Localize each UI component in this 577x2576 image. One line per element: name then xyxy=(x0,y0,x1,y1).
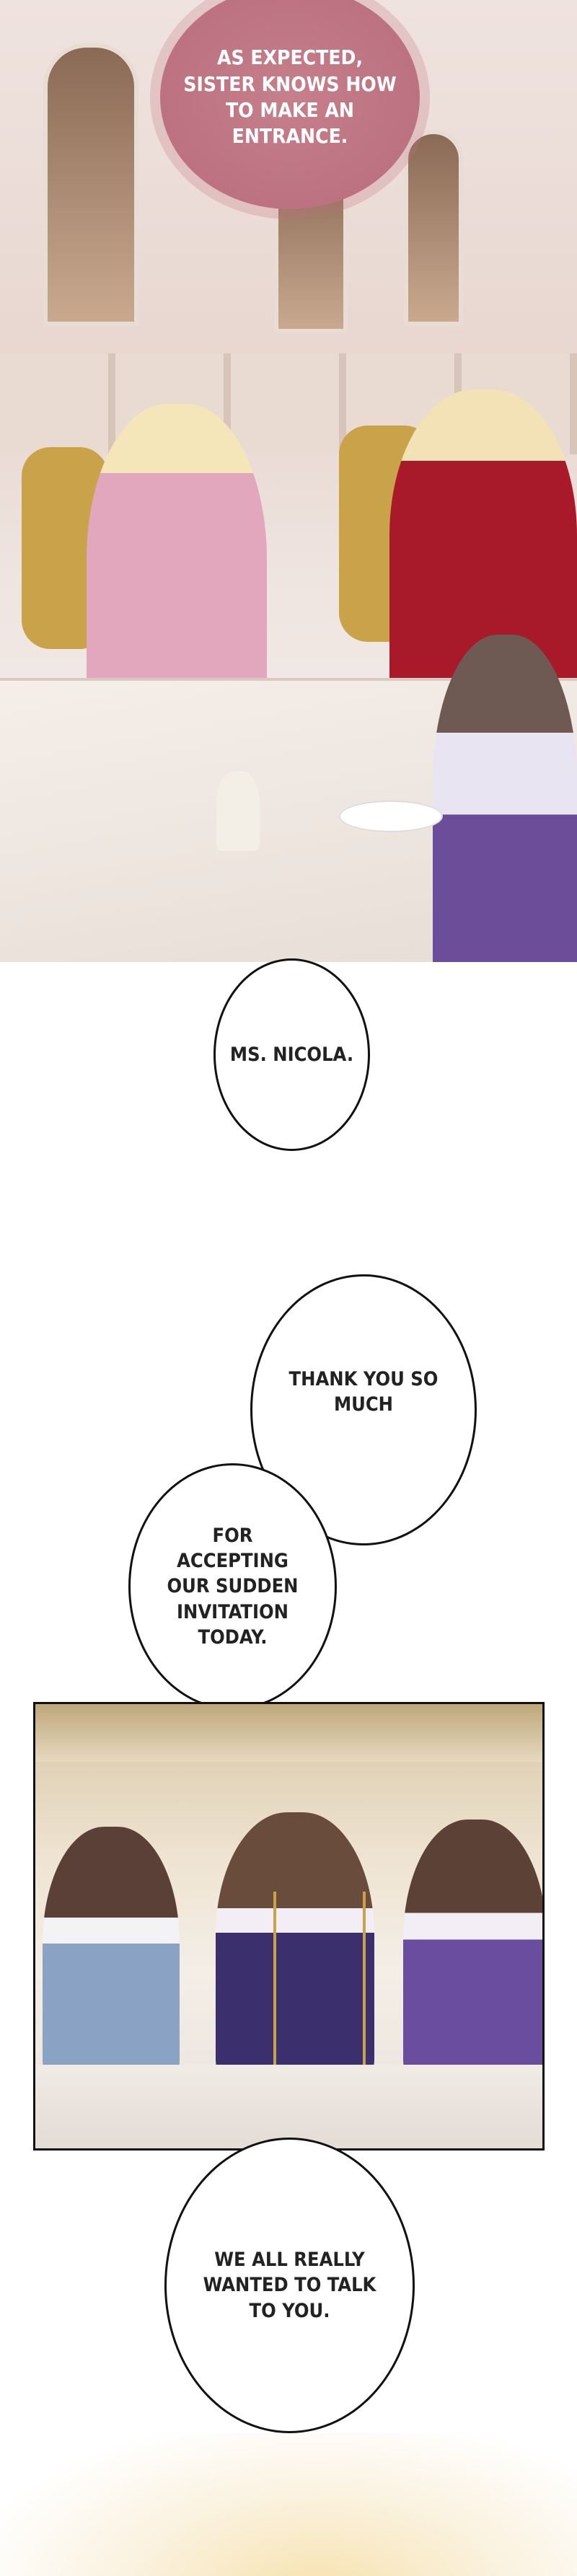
bubble-text: Thank you so much xyxy=(288,1367,439,1416)
bubble-text: We all really wanted to talk to you. xyxy=(203,2249,376,2322)
tea-table xyxy=(35,2065,542,2148)
bubble-text: For accepting our sudden invitation toda… xyxy=(167,1525,299,1649)
speech-bubble: Ms. Nicola. xyxy=(213,958,370,1151)
cake-plate xyxy=(339,800,443,832)
teapot xyxy=(216,772,260,851)
light-glow xyxy=(0,2433,577,2576)
woman-purple-dress xyxy=(403,1819,542,2086)
comic-panel-library: As expected, sister knows how to make an… xyxy=(0,0,577,962)
woman-blue-dress xyxy=(43,1827,180,2086)
tiered-cake-stand xyxy=(273,1892,366,2065)
speech-bubble-pink: As expected, sister knows how to make an… xyxy=(160,0,420,209)
bubble-text: Ms. Nicola. xyxy=(229,1043,354,1066)
brunette-back-view xyxy=(433,635,577,962)
comic-panel-tea-party xyxy=(33,1702,545,2151)
bookshelf xyxy=(43,43,138,326)
bubble-text: As expected, sister knows how to make an… xyxy=(183,45,397,149)
speech-bubble: For accepting our sudden invitation toda… xyxy=(128,1463,337,1710)
woman-navy-dress xyxy=(216,1812,374,2086)
speech-bubble: We all really wanted to talk to you. xyxy=(164,2138,415,2433)
bookshelf xyxy=(404,130,463,326)
chandelier-area xyxy=(35,1704,542,1762)
